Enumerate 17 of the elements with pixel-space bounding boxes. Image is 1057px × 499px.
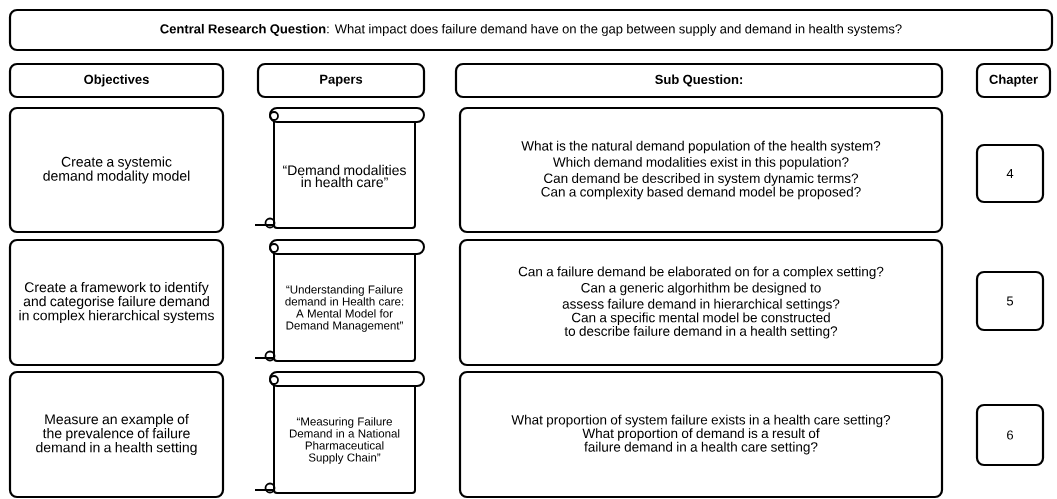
- objective-box: Create a systemic demand modality model: [8, 106, 225, 234]
- scroll: “Demand modalities in health care”: [254, 107, 425, 229]
- question-box: What proportion of system failure exists in a health care setting? What proportion of demand is a result of failure demand in a health care setting?: [458, 370, 944, 499]
- chapter-box: 5: [975, 270, 1045, 332]
- header-box: Papers: [256, 62, 426, 99]
- scroll: “Understanding Failure demand in Health care: A Mental Model for Demand Management”: [254, 239, 425, 362]
- scroll: “Measuring Failure Demand in a National Pharmaceutical Supply Chain”: [254, 371, 425, 494]
- question-box: What is the natural demand population of the health system? Which demand modalities exist in this population? Can demand be described in system dynamic terms? Can a complexity based demand model be proposed?: [458, 106, 944, 234]
- objective-box: Measure an example of the prevalence of failure demand in a health setting: [8, 370, 225, 499]
- header-box: Chapter: [975, 62, 1052, 99]
- objective-box: Create a framework to identify and categorise failure demand in complex hierarchical systems: [8, 238, 225, 367]
- header-box: Sub Question:: [454, 62, 944, 99]
- question-box: Central Research Question: What impact does failure demand have on the gap between supply and demand in health systems?: [8, 8, 1054, 52]
- chapter-box: 6: [975, 403, 1045, 467]
- chapter-box: 4: [975, 143, 1045, 204]
- header-box: Objectives: [8, 62, 225, 99]
- question-box: Can a failure demand be elaborated on for a complex setting? Can a generic algorhithm be designed to assess failure demand in hierarchical settings? Can a specific mental model be constructed to describe failure demand in a health setting?: [458, 238, 944, 367]
